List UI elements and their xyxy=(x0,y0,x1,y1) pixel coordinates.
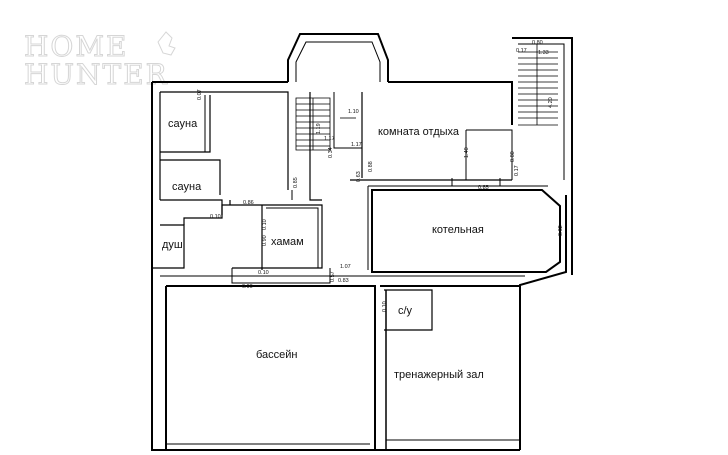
dimension-label: 0.90 xyxy=(242,284,253,290)
dimension-labels: 0.07 1.19 1.10 1.17 1.17 0.85 0.88 0.63 … xyxy=(197,40,564,312)
dimension-label: 1.19 xyxy=(316,123,322,134)
room-label-sauna-2: сауна xyxy=(172,181,202,193)
dimension-label: 0.57 xyxy=(330,271,336,282)
home-hunter-watermark: HOME HUNTER xyxy=(24,30,176,92)
dimension-label: 0.10 xyxy=(210,214,221,220)
dimension-label: 0.34 xyxy=(328,147,334,158)
room-label-rest-room: комната отдыха xyxy=(378,126,460,138)
room-label-boiler: котельная xyxy=(432,224,484,236)
room-label-wc: с/у xyxy=(398,305,413,317)
room-label-sauna-1: сауна xyxy=(168,118,198,130)
walls xyxy=(151,33,573,451)
dimension-label: 0.83 xyxy=(338,278,349,284)
dimension-label: 0.63 xyxy=(356,171,362,182)
dimension-label: 1.17 xyxy=(324,136,335,142)
dimension-label: 0.85 xyxy=(478,185,489,191)
deer-icon xyxy=(157,31,176,56)
dimension-label: 0.10 xyxy=(382,301,388,312)
dimension-label: 0.62 xyxy=(558,225,564,236)
watermark-line-1: HOME xyxy=(24,30,128,63)
dimension-label: 0.80 xyxy=(510,151,516,162)
dimension-label: 1.40 xyxy=(464,147,470,158)
room-label-hamam: хамам xyxy=(271,236,304,248)
room-label-shower: душ xyxy=(162,239,183,251)
dimension-label: 1.33 xyxy=(538,50,549,56)
dimension-label: 1.10 xyxy=(348,109,359,115)
dimension-label: 0.17 xyxy=(514,165,520,176)
dimension-label: 0.88 xyxy=(368,161,374,172)
room-label-pool: бассейн xyxy=(256,349,298,361)
dimension-label: 0.07 xyxy=(197,89,203,100)
dimension-label: 0.90 xyxy=(262,235,268,246)
dimension-label: 1.07 xyxy=(340,264,351,270)
room-labels: сауна сауна душ хамам комната отдыха кот… xyxy=(162,118,484,381)
dimension-label: 1.17 xyxy=(351,142,362,148)
dimension-label: 4.20 xyxy=(548,97,554,108)
watermark-line-2: HUNTER xyxy=(24,58,169,91)
room-label-gym: тренажерный зал xyxy=(394,369,484,381)
dimension-label: 0.17 xyxy=(516,48,527,54)
dimension-label: 0.80 xyxy=(532,40,543,46)
dimension-label: 0.85 xyxy=(293,177,299,188)
dimension-label: 0.10 xyxy=(262,219,268,230)
dimension-label: 0.10 xyxy=(258,270,269,276)
dimension-label: 0.86 xyxy=(243,200,254,206)
